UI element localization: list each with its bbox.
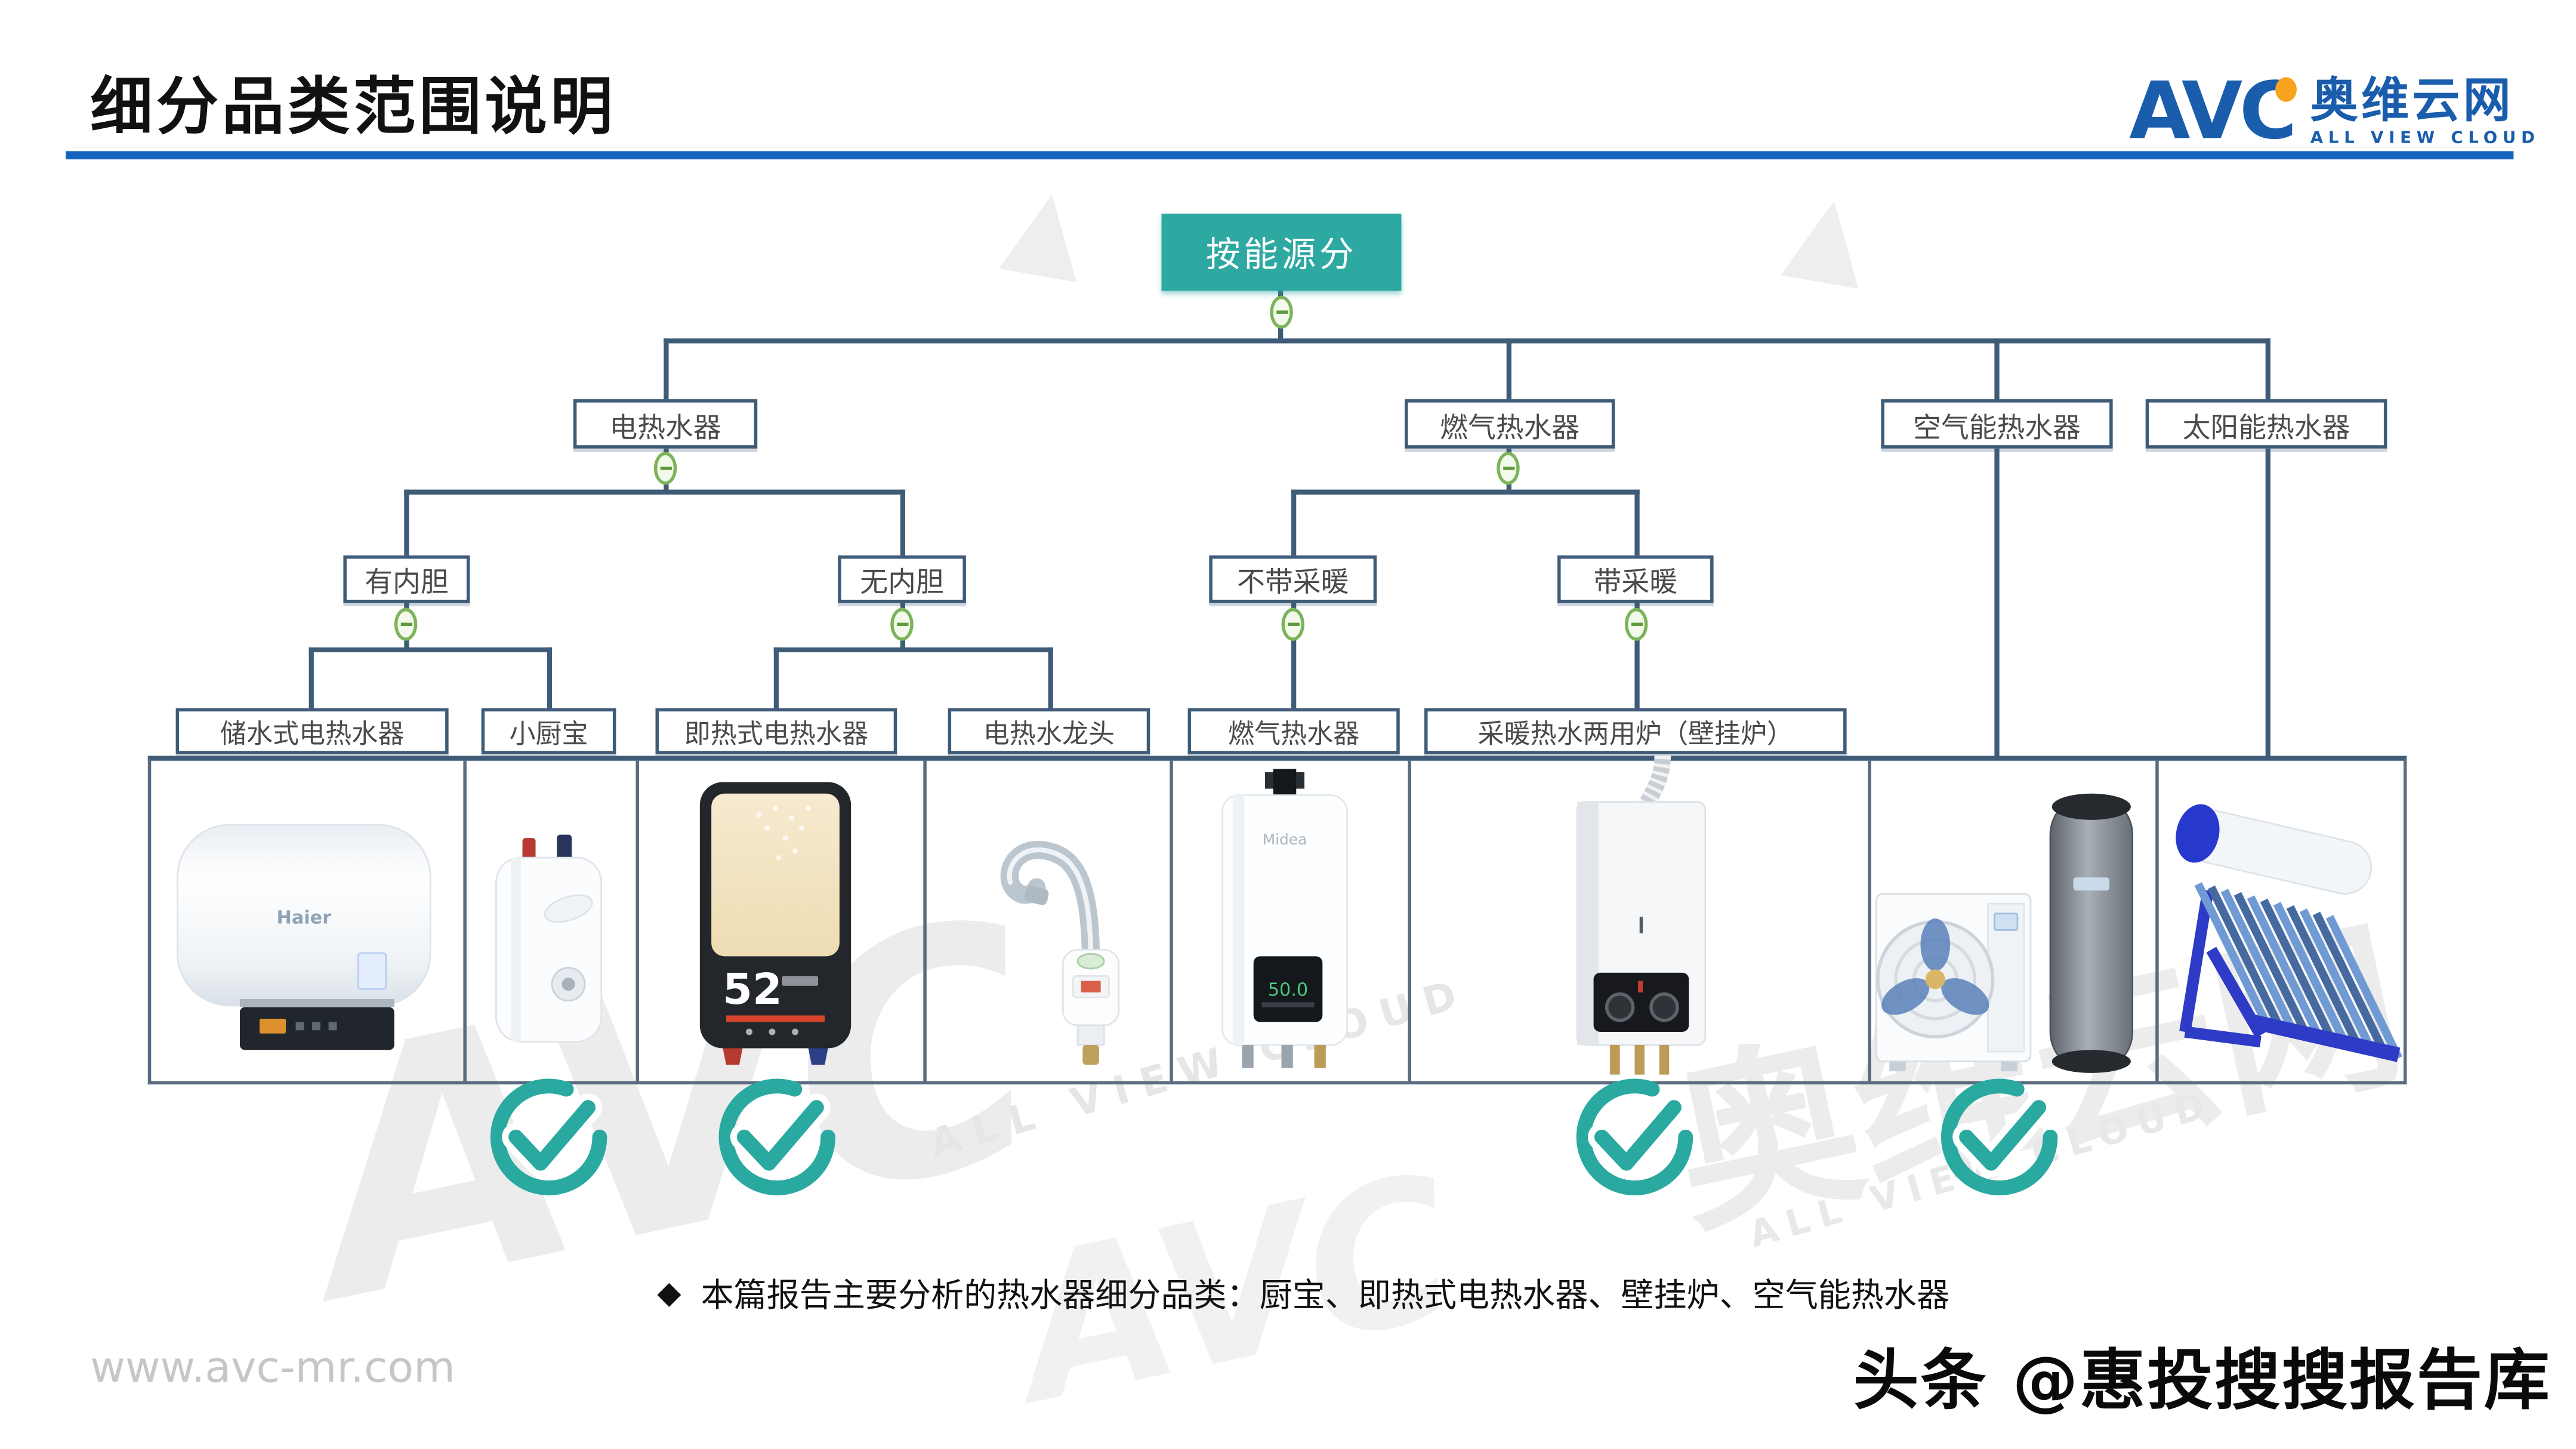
leaf-kitchen-mini-heater: 小厨宝 [481, 708, 616, 754]
tree-connector [2265, 338, 2270, 403]
node-electric-water-heater: 电热水器 [573, 399, 758, 449]
avc-logo-names: 奥维云网 ALL VIEW CLOUD [2310, 76, 2540, 148]
grid-divider [2155, 760, 2159, 1081]
leaf-instant-electric-water-heater: 即热式电热水器 [655, 708, 897, 754]
tree-connector [308, 647, 314, 710]
avc-logo-text: AVC [2129, 66, 2297, 158]
node-air-energy-water-heater: 空气能热水器 [1881, 399, 2113, 449]
logo-orange-dot-icon [2275, 77, 2297, 102]
storage-water-heater-image: Haier [176, 824, 431, 1050]
tree-connector [773, 647, 1053, 653]
display-temperature: 50.0 [1268, 979, 1308, 1000]
node-without-heating: 不带采暖 [1209, 555, 1377, 603]
selected-check-icon [718, 1078, 836, 1195]
product-grid [147, 756, 2407, 1085]
grid-divider [463, 760, 467, 1081]
grid-divider [1170, 760, 1173, 1081]
collapse-toggle-icon[interactable] [1281, 608, 1305, 641]
leaf-electric-faucet: 电热水龙头 [948, 708, 1150, 754]
analysis-note: ◆ 本篇报告主要分析的热水器细分品类：厨宝、即热式电热水器、壁挂炉、空气能热水器 [657, 1268, 1949, 1316]
wall-hung-boiler-image [1576, 756, 1707, 1075]
footer-url: www.avc-mr.com [90, 1344, 455, 1393]
selected-check-icon [1941, 1078, 2058, 1195]
logo-name-en: ALL VIEW CLOUD [2310, 130, 2540, 148]
tree-connector [404, 489, 906, 495]
tree-connector [547, 647, 553, 710]
display-temperature: 52 [723, 964, 782, 1014]
collapse-toggle-icon[interactable] [1497, 452, 1520, 485]
selected-check-icon [490, 1078, 607, 1195]
toutiao-watermark: 头条 @惠投搜搜报告库 [1853, 1344, 2552, 1420]
tree-connector [1291, 601, 1297, 710]
node-solar-water-heater: 太阳能热水器 [2145, 399, 2387, 449]
tree-connector [1291, 489, 1640, 495]
tree-connector [664, 338, 669, 403]
kitchen-mini-heater-image [495, 834, 603, 1043]
tree-connector [773, 647, 779, 710]
collapse-toggle-icon[interactable] [653, 452, 677, 485]
electric-faucet-image [1000, 841, 1120, 1065]
tree-connector [404, 489, 409, 559]
gas-water-heater-image: Midea 50.0 [1221, 769, 1349, 1068]
title-underline [66, 151, 2514, 160]
instant-water-heater-image: 52 [699, 782, 852, 1065]
grid-divider [1868, 760, 1871, 1081]
tree-connector [900, 489, 906, 559]
tree-connector [1994, 446, 2000, 759]
grid-divider [923, 760, 927, 1081]
tree-connector [1994, 338, 2000, 403]
node-with-heating: 带采暖 [1557, 555, 1714, 603]
solar-water-heater-image [2176, 804, 2402, 1062]
watermark-fragment [1781, 194, 1873, 289]
tree-connector [664, 338, 2270, 344]
air-energy-heat-pump-image [1875, 793, 2134, 1073]
logo-name-cn: 奥维云网 [2310, 72, 2515, 128]
diamond-bullet-icon: ◆ [657, 1274, 681, 1311]
watermark-fragment [999, 187, 1091, 282]
tree-connector [1291, 489, 1297, 559]
tree-connector [1634, 601, 1640, 710]
leaf-gas-water-heater: 燃气热水器 [1187, 708, 1400, 754]
tree-connector [2265, 446, 2270, 759]
avc-logo: AVC 奥维云网 ALL VIEW CLOUD [2129, 72, 2540, 151]
brand-text: Midea [1263, 831, 1307, 848]
leaf-storage-electric-water-heater: 储水式电热水器 [175, 708, 449, 754]
collapse-toggle-icon[interactable] [1624, 608, 1648, 641]
grid-divider [635, 760, 639, 1081]
collapse-toggle-icon[interactable] [890, 608, 914, 641]
node-with-liner: 有内胆 [343, 555, 470, 603]
collapse-toggle-icon[interactable] [1270, 295, 1293, 329]
avc-logo-mark: AVC [2129, 72, 2297, 151]
analysis-note-text: 本篇报告主要分析的热水器细分品类：厨宝、即热式电热水器、壁挂炉、空气能热水器 [701, 1275, 1950, 1315]
page-title: 细分品类范围说明 [90, 70, 616, 143]
tree-connector [1048, 647, 1053, 710]
node-without-liner: 无内胆 [838, 555, 966, 603]
tree-connector [308, 647, 553, 653]
tree-connector [1506, 338, 1511, 403]
grid-divider [1408, 760, 1411, 1081]
tree-connector [1634, 489, 1640, 559]
brand-text: Haier [277, 907, 332, 928]
collapse-toggle-icon[interactable] [394, 608, 418, 641]
selected-check-icon [1576, 1078, 1693, 1195]
node-by-energy-source: 按能源分 [1161, 213, 1402, 291]
node-gas-water-heater: 燃气热水器 [1404, 399, 1615, 449]
leaf-wall-hung-boiler: 采暖热水两用炉（壁挂炉） [1424, 708, 1847, 754]
